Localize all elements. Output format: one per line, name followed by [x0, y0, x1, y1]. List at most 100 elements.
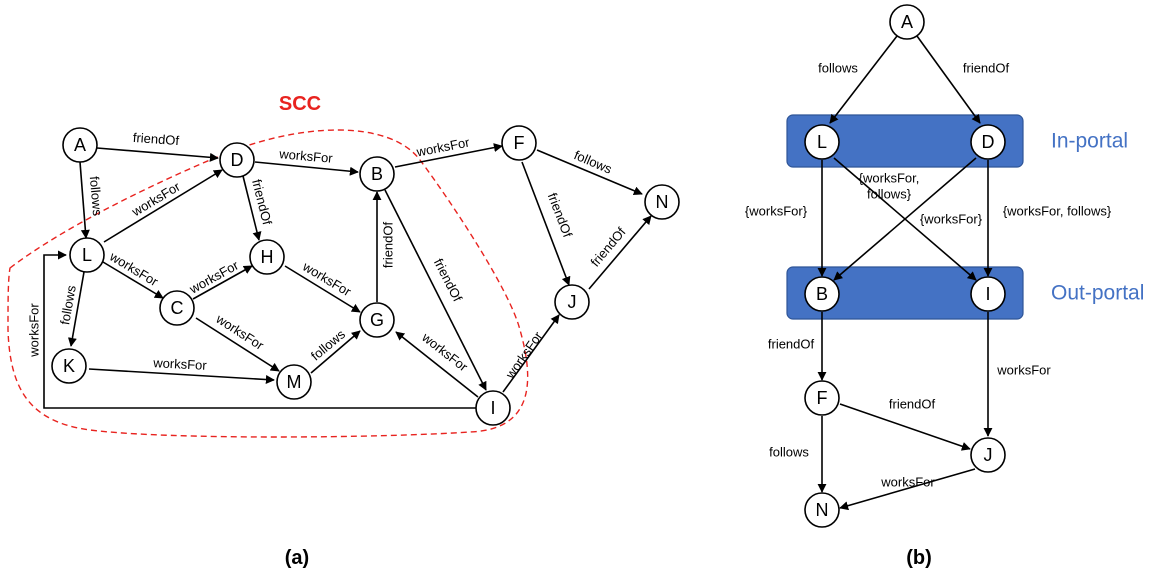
edge-j-n — [588, 215, 652, 290]
node-k: K — [51, 348, 87, 384]
edge-label-i-l: worksFor — [27, 303, 42, 358]
node-b-b: B — [804, 276, 840, 312]
svg-text:K: K — [63, 356, 75, 376]
caption-a: (a) — [285, 547, 309, 569]
edge-b-d-b — [833, 157, 977, 281]
svg-text:A: A — [74, 135, 86, 155]
scc-label: SCC — [279, 93, 321, 115]
edge-b-f-j — [839, 403, 971, 451]
edge-b-f — [394, 143, 503, 168]
svg-text:D: D — [982, 132, 995, 152]
edge-label-d-b: worksFor — [278, 146, 334, 166]
svg-text:J: J — [568, 292, 577, 312]
panel-a: SCC friendOf follows worksFor worksFor f… — [7, 93, 680, 569]
panel-b-edges: follows friendOf {worksFor} {worksFor, f… — [745, 35, 1112, 511]
edge-label-b-j-n: worksFor — [880, 475, 935, 490]
edge-i-l — [43, 250, 476, 409]
edge-b-j-n — [839, 468, 976, 511]
node-a: A — [62, 127, 98, 163]
svg-text:I: I — [490, 398, 495, 418]
edge-label-f-n: follows — [572, 147, 615, 177]
edge-c-h — [192, 265, 253, 300]
edge-label-b-d-b: {worksFor} — [920, 212, 983, 227]
in-portal-label: In-portal — [1051, 130, 1128, 153]
node-b-j: J — [970, 437, 1006, 473]
edge-label-i-j: worksFor — [502, 328, 546, 382]
panel-a-edges: friendOf follows worksFor worksFor frien… — [27, 130, 652, 409]
node-n: N — [644, 184, 680, 220]
node-b-i: I — [970, 276, 1006, 312]
node-l: L — [69, 237, 105, 273]
svg-text:F: F — [514, 133, 525, 153]
panel-b: In-portal Out-portal follows friendOf {w… — [745, 4, 1144, 569]
edge-label-g-b: friendOf — [381, 221, 396, 268]
edge-label-b-a-l: follows — [818, 61, 858, 76]
svg-text:B: B — [816, 284, 828, 304]
edge-a-l — [79, 161, 90, 239]
svg-text:A: A — [901, 12, 913, 32]
edge-label-b-i: friendOf — [431, 256, 466, 304]
edge-l-d — [103, 169, 223, 243]
node-b: B — [359, 156, 395, 192]
panel-a-nodes: A D B F N L H C G J K M I — [51, 125, 680, 426]
svg-text:I: I — [985, 284, 990, 304]
out-portal-box — [786, 266, 1024, 320]
node-b-a: A — [889, 4, 925, 40]
svg-text:F: F — [817, 388, 828, 408]
panel-b-nodes: A L D B I F J N — [804, 4, 1006, 528]
caption-b: (b) — [906, 547, 932, 569]
edge-h-g — [284, 265, 361, 313]
edge-c-m — [195, 317, 280, 372]
edge-b-a-d — [916, 35, 981, 124]
edge-label-b-l-b: {worksFor} — [745, 204, 808, 219]
edge-label-j-n: friendOf — [587, 224, 628, 269]
node-d: D — [219, 142, 255, 178]
svg-text:J: J — [984, 445, 993, 465]
edge-k-m — [88, 368, 275, 385]
edge-f-j — [521, 161, 571, 286]
edge-label-b-b-f: friendOf — [768, 337, 815, 352]
edge-label-b-a-d: friendOf — [963, 61, 1010, 76]
edge-label-b-d-i: {worksFor, follows} — [1003, 204, 1112, 219]
svg-text:M: M — [287, 372, 302, 392]
edge-d-b — [254, 161, 359, 176]
node-b-f: F — [804, 380, 840, 416]
edge-l-k — [67, 271, 85, 347]
edge-b-i — [384, 189, 487, 391]
edge-m-g — [310, 330, 361, 374]
svg-text:N: N — [656, 192, 669, 212]
edge-i-j — [502, 314, 560, 393]
node-b-d: D — [970, 124, 1006, 160]
edge-label-a-d: friendOf — [132, 130, 180, 148]
edge-a-d — [96, 147, 219, 162]
edge-label-b-f: worksFor — [414, 134, 471, 159]
edge-f-n — [536, 149, 643, 196]
edge-d-h — [242, 175, 262, 241]
node-f: F — [501, 125, 537, 161]
svg-text:L: L — [82, 245, 92, 265]
svg-text:B: B — [371, 164, 383, 184]
edge-label-a-l: follows — [87, 176, 105, 217]
svg-text:C: C — [171, 298, 184, 318]
edge-b-a-l — [829, 35, 898, 124]
svg-text:L: L — [817, 132, 827, 152]
edge-l-c — [102, 261, 164, 299]
svg-text:H: H — [261, 247, 274, 267]
node-i: I — [475, 390, 511, 426]
in-portal-box — [786, 114, 1024, 168]
edge-label-l-k: follows — [57, 284, 79, 326]
edge-label-b-i-j: worksFor — [996, 363, 1051, 378]
edge-label-k-m: worksFor — [152, 355, 208, 373]
edge-label-b-l-i-1: {worksFor, — [859, 171, 920, 186]
edge-label-h-g: worksFor — [299, 258, 354, 299]
edge-label-i-g: worksFor — [419, 329, 472, 375]
node-h: H — [249, 239, 285, 275]
svg-text:D: D — [231, 150, 244, 170]
node-m: M — [276, 364, 312, 400]
svg-text:G: G — [370, 310, 384, 330]
node-b-l: L — [804, 124, 840, 160]
edge-label-b-f-j: friendOf — [889, 397, 936, 412]
node-b-n: N — [804, 492, 840, 528]
node-j: J — [554, 284, 590, 320]
